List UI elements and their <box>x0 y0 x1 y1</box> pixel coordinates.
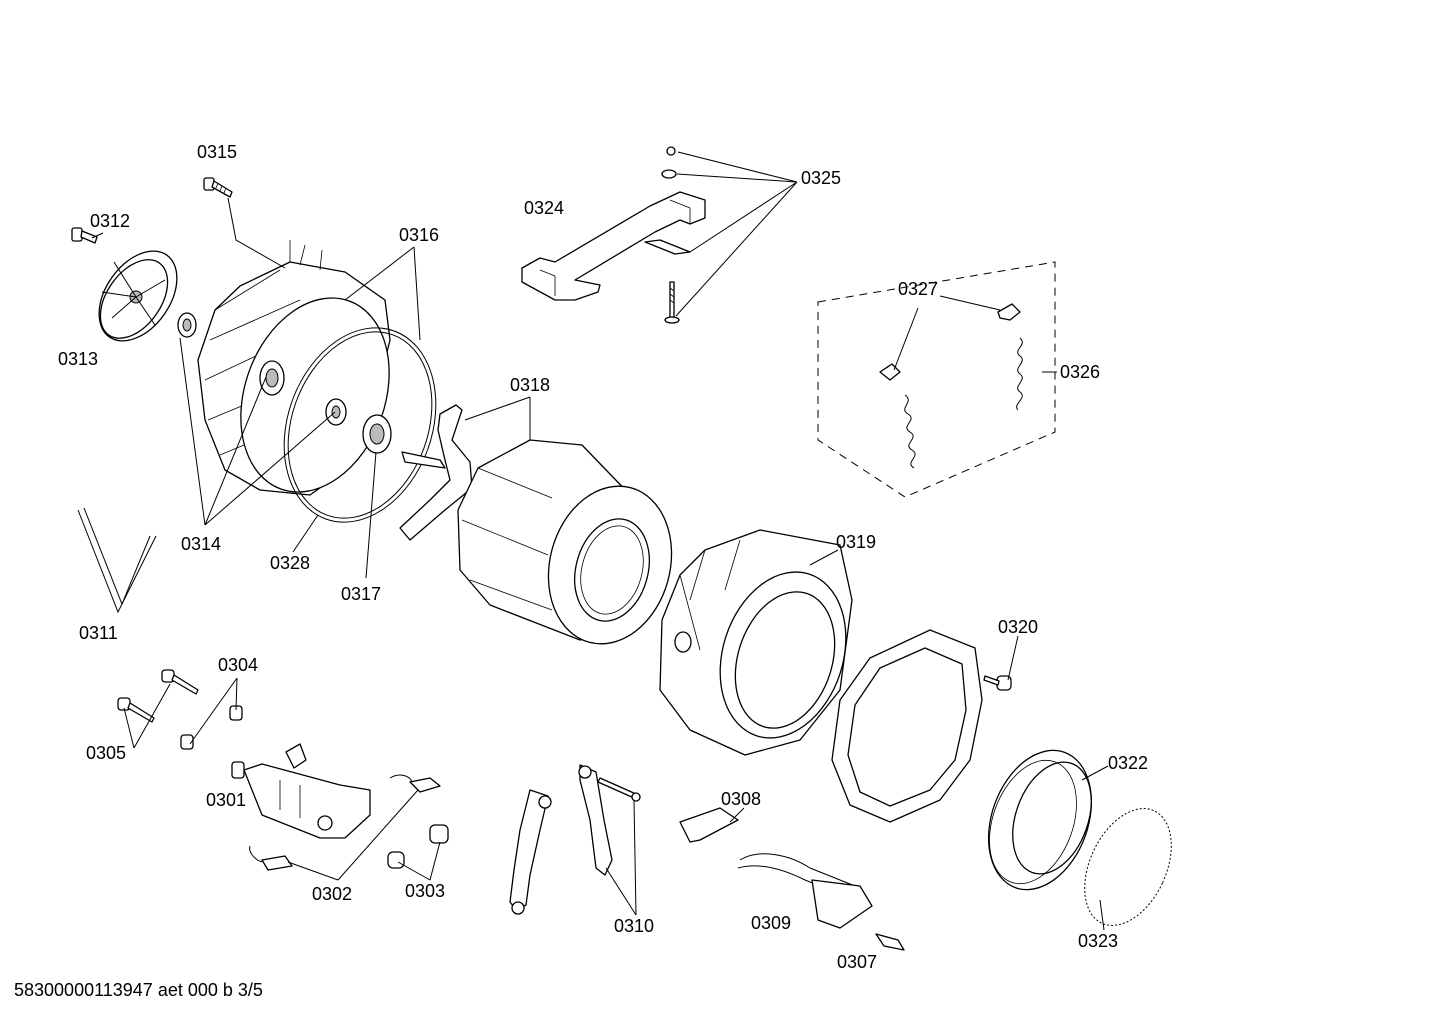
part-0323-clamp <box>1084 808 1172 926</box>
label-0305: 0305 <box>86 743 126 763</box>
part-labels: 0315 0312 0316 0324 0325 0327 0326 0313 … <box>58 142 1148 972</box>
label-0325: 0325 <box>801 168 841 188</box>
label-0320: 0320 <box>998 617 1038 637</box>
label-0303: 0303 <box>405 881 445 901</box>
part-0311-belt <box>77 507 157 614</box>
label-0327: 0327 <box>898 279 938 299</box>
part-0303-bushings <box>387 824 449 869</box>
part-0314-bearing <box>177 312 197 338</box>
part-0304-bolts <box>180 705 243 750</box>
part-0328-seal <box>283 327 437 523</box>
part-0322-ring <box>987 749 1093 891</box>
label-0309: 0309 <box>751 913 791 933</box>
label-0302: 0302 <box>312 884 352 904</box>
part-0318-spider <box>399 404 473 541</box>
part-0301-motor <box>231 743 371 839</box>
label-0310: 0310 <box>614 916 654 936</box>
label-0307: 0307 <box>837 952 877 972</box>
label-0304: 0304 <box>218 655 258 675</box>
label-0301: 0301 <box>206 790 246 810</box>
label-0308: 0308 <box>721 789 761 809</box>
leader-lines <box>91 151 1109 931</box>
label-0324: 0324 <box>524 198 564 218</box>
part-0320-screw <box>983 675 1012 691</box>
part-0305-screws <box>117 669 199 723</box>
part-0316-rear-tub <box>197 240 391 496</box>
label-0311: 0311 <box>79 623 118 643</box>
label-0316: 0316 <box>399 225 439 245</box>
part-0309-heater <box>737 853 873 929</box>
part-0319-front-tub <box>659 529 853 756</box>
label-0328: 0328 <box>270 553 310 573</box>
part-0324-bracket <box>521 191 706 301</box>
label-0317: 0317 <box>341 584 381 604</box>
part-0312-bolt <box>71 227 98 244</box>
part-0302-brushes <box>249 774 441 871</box>
label-0312: 0312 <box>90 211 130 231</box>
part-0313-pulley <box>98 250 178 342</box>
label-0326: 0326 <box>1060 362 1100 382</box>
label-0319: 0319 <box>836 532 876 552</box>
part-0315-screw <box>203 177 233 198</box>
part-0310-dampers <box>509 764 641 915</box>
label-0314: 0314 <box>181 534 221 554</box>
part-0307-sensor <box>875 933 905 951</box>
part-0326-spring-group <box>817 261 1056 498</box>
part-0308-holder <box>679 807 739 843</box>
drawing-reference-footer: 58300000113947 aet 000 b 3/5 <box>14 980 263 1000</box>
part-0318-drum <box>457 439 673 645</box>
part-0320-gasket-frame <box>831 629 983 823</box>
label-0322: 0322 <box>1108 753 1148 773</box>
part-0317-hub <box>362 414 392 454</box>
label-0318: 0318 <box>510 375 550 395</box>
label-0323: 0323 <box>1078 931 1118 951</box>
label-0313: 0313 <box>58 349 98 369</box>
label-0315: 0315 <box>197 142 237 162</box>
part-0325-hardware <box>644 146 691 324</box>
